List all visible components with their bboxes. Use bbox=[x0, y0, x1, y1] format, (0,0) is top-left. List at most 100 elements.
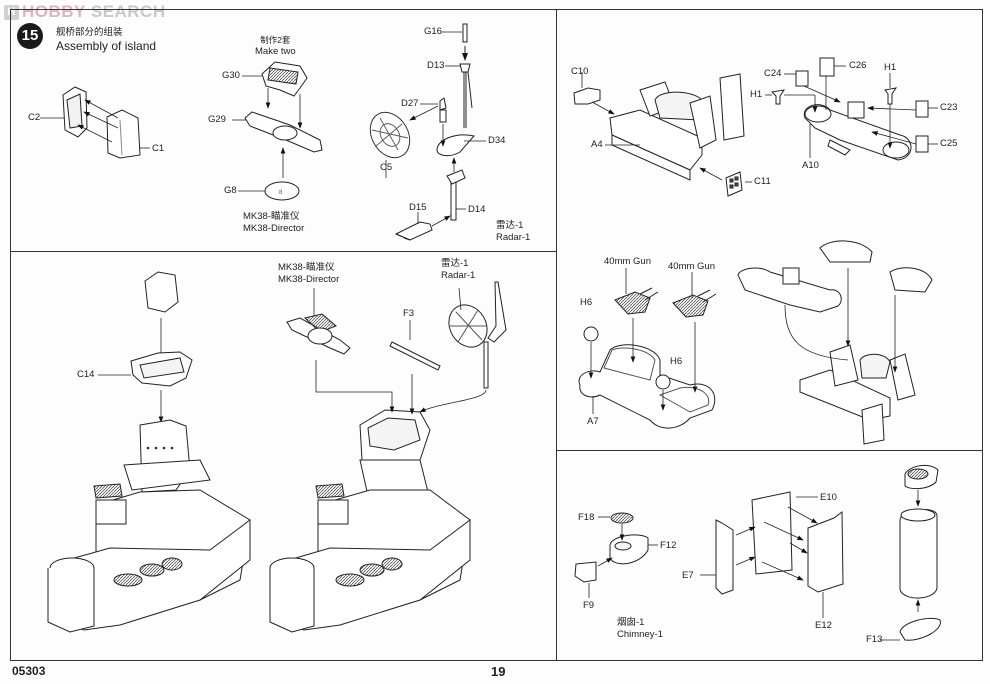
caption-radar-1-top-zh: 雷达-1 bbox=[496, 220, 524, 231]
part-f12 bbox=[609, 534, 649, 565]
part-c5-radar-dish bbox=[369, 111, 411, 159]
part-a4 bbox=[609, 73, 745, 181]
part-40mm-gun-1 bbox=[614, 287, 659, 315]
label-e12: E12 bbox=[815, 620, 832, 631]
island-assembly-left bbox=[47, 419, 251, 633]
part-h6-right bbox=[655, 374, 671, 390]
label-c24: C24 bbox=[764, 68, 782, 79]
label-e10: E10 bbox=[820, 492, 837, 503]
label-c2: C2 bbox=[28, 112, 41, 123]
label-c25: C25 bbox=[940, 138, 958, 149]
part-e12 bbox=[807, 511, 844, 593]
label-c10: C10 bbox=[571, 66, 589, 77]
label-g29: G29 bbox=[208, 114, 226, 125]
label-g30: G30 bbox=[222, 70, 240, 81]
caption-radar-1-bottom: 雷达-1 Radar-1 bbox=[441, 258, 475, 282]
step-title-en: Assembly of island bbox=[56, 39, 157, 53]
part-d27 bbox=[409, 97, 447, 123]
part-f13-top-cap bbox=[904, 464, 939, 490]
label-f3: F3 bbox=[403, 308, 415, 319]
part-c1 bbox=[106, 109, 141, 159]
step-number-badge: 15 bbox=[17, 23, 43, 49]
part-c11 bbox=[725, 171, 743, 197]
label-c5: C5 bbox=[380, 162, 393, 173]
caption-make-two-zh: 制作2套 bbox=[260, 35, 291, 45]
part-c2 bbox=[62, 86, 88, 138]
label-40mm-gun-2: 40mm Gun bbox=[668, 261, 715, 272]
label-h6-right: H6 bbox=[670, 356, 683, 367]
part-c14 bbox=[130, 351, 193, 387]
label-a10: A10 bbox=[802, 160, 819, 171]
part-a7 bbox=[578, 344, 716, 429]
part-mk38-director bbox=[286, 313, 351, 355]
watermark-brand: HOBBY bbox=[22, 2, 86, 21]
label-c1: C1 bbox=[152, 143, 165, 154]
part-a10 bbox=[803, 101, 912, 161]
label-d13: D13 bbox=[427, 60, 445, 71]
part-f3 bbox=[389, 341, 441, 371]
part-c26 bbox=[819, 57, 835, 77]
label-h1-right: H1 bbox=[884, 62, 897, 73]
part-g29 bbox=[244, 111, 323, 153]
label-g16: G16 bbox=[424, 26, 442, 37]
caption-mk38-director-top-en: MK38-Director bbox=[243, 223, 305, 234]
part-c24 bbox=[795, 70, 809, 87]
label-d14: D14 bbox=[468, 204, 486, 215]
part-g16-d13-mast bbox=[459, 23, 473, 128]
caption-mk38-director-bottom-en: MK38-Director bbox=[278, 274, 340, 285]
part-f18 bbox=[610, 512, 634, 524]
caption-chimney-1: 烟囱-1 Chimney-1 bbox=[617, 617, 663, 641]
caption-mk38-director-top: MK38-瞄准仪 MK38-Director bbox=[243, 211, 304, 235]
caption-radar-1-top: 雷达-1 Radar-1 bbox=[496, 220, 530, 244]
part-g30 bbox=[261, 61, 308, 97]
part-funnel-body bbox=[899, 508, 938, 599]
caption-radar-1-top-en: Radar-1 bbox=[496, 232, 531, 243]
watermark-brand-suffix: SEARCH bbox=[85, 2, 166, 21]
part-c10 bbox=[573, 87, 601, 105]
label-h6-left: H6 bbox=[580, 297, 593, 308]
label-a7: A7 bbox=[587, 416, 599, 427]
part-e7 bbox=[715, 519, 734, 595]
label-40mm-gun-1: 40mm Gun bbox=[604, 256, 651, 267]
part-radar-1-assembly bbox=[448, 281, 507, 389]
label-f18: F18 bbox=[578, 512, 595, 523]
part-c23 bbox=[915, 100, 929, 118]
panel-bottom-right bbox=[556, 450, 983, 661]
part-d15 bbox=[394, 221, 433, 241]
label-c14: C14 bbox=[77, 369, 95, 380]
caption-mk38-director-bottom: MK38-瞄准仪 MK38-Director bbox=[278, 262, 339, 286]
part-h1-left bbox=[770, 89, 786, 105]
part-h1-right bbox=[884, 87, 898, 105]
caption-chimney-1-zh: 烟囱-1 bbox=[617, 617, 645, 628]
label-c23: C23 bbox=[940, 102, 958, 113]
part-h6-left bbox=[583, 326, 599, 342]
label-d27: D27 bbox=[401, 98, 419, 109]
label-f9: F9 bbox=[583, 600, 595, 611]
label-f13: F13 bbox=[866, 634, 883, 645]
part-e10 bbox=[751, 491, 793, 575]
step-title: 舰桥部分的组装 Assembly of island bbox=[56, 24, 156, 53]
step-title-zh: 舰桥部分的组装 bbox=[56, 27, 123, 38]
page-number: 19 bbox=[491, 664, 506, 679]
caption-make-two: 制作2套 Make two bbox=[255, 34, 296, 58]
part-f9 bbox=[574, 561, 597, 583]
label-a4: A4 bbox=[591, 139, 603, 150]
part-c25 bbox=[915, 135, 929, 153]
part-g8 bbox=[264, 181, 300, 201]
label-c26: C26 bbox=[849, 60, 867, 71]
caption-make-two-en: Make two bbox=[255, 46, 296, 57]
label-d34: D34 bbox=[488, 135, 506, 146]
caption-mk38-director-bottom-zh: MK38-瞄准仪 bbox=[278, 262, 335, 273]
part-assembled-a4-a7-a10 bbox=[737, 240, 933, 445]
part-40mm-gun-2 bbox=[672, 289, 717, 318]
caption-radar-1-bottom-zh: 雷达-1 bbox=[441, 258, 469, 269]
label-h1-left: H1 bbox=[750, 89, 763, 100]
label-f12: F12 bbox=[660, 540, 677, 551]
label-c11: C11 bbox=[754, 176, 771, 187]
part-d34 bbox=[436, 134, 475, 157]
part-d14 bbox=[446, 169, 466, 221]
svg-text:8: 8 bbox=[279, 190, 283, 196]
caption-radar-1-bottom-en: Radar-1 bbox=[441, 270, 476, 281]
